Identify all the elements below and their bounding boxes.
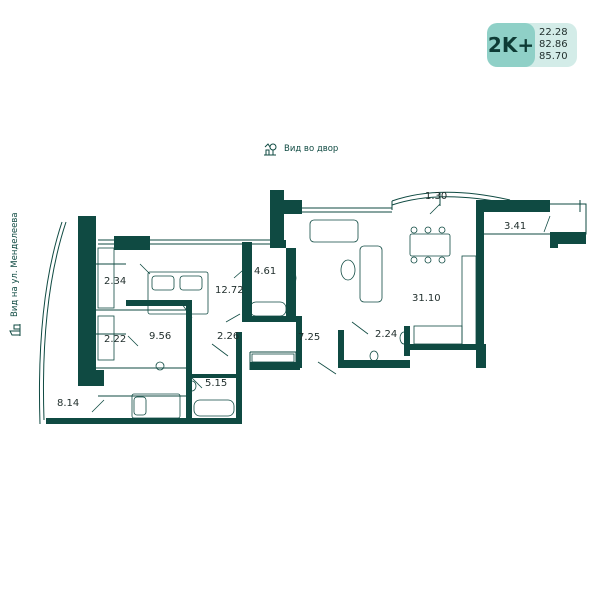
walls	[46, 190, 586, 424]
furniture	[97, 219, 477, 419]
area-bedroom: 12.72	[215, 285, 244, 296]
street-view-label: Вид на ул. Менделеева	[8, 212, 22, 337]
area-bathroom-top: 4.61	[254, 266, 277, 277]
area-total: 85.70	[539, 51, 568, 62]
area-summary: 22.28 82.86 85.70	[539, 27, 575, 62]
area-closet-a: 2.34	[104, 276, 127, 287]
street-icon	[9, 324, 21, 336]
courtyard-view-label: Вид во двор	[262, 141, 338, 157]
doors	[91, 203, 551, 413]
area-loggia-right: 3.41	[504, 221, 527, 232]
area-living: 22.28	[539, 27, 568, 38]
area-closet-b: 2.22	[104, 334, 127, 345]
area-bathroom-bottom: 5.15	[205, 378, 228, 389]
area-corridor: 2.26	[217, 331, 240, 342]
area-wc: 2.24	[375, 329, 398, 340]
area-balcony-left: 8.14	[57, 398, 80, 409]
courtyard-icon	[264, 143, 277, 156]
area-living-room: 31.10	[412, 293, 441, 304]
area-balcony-top: 1.30	[425, 191, 448, 202]
area-general: 82.86	[539, 39, 568, 50]
area-bedroom-small: 9.56	[149, 331, 172, 342]
courtyard-view-text: Вид во двор	[284, 144, 339, 154]
apartment-badge: 2K+ 22.28 82.86 85.70	[487, 23, 577, 67]
apartment-type: 2K+	[487, 23, 535, 67]
area-hall: 7.25	[298, 332, 321, 343]
